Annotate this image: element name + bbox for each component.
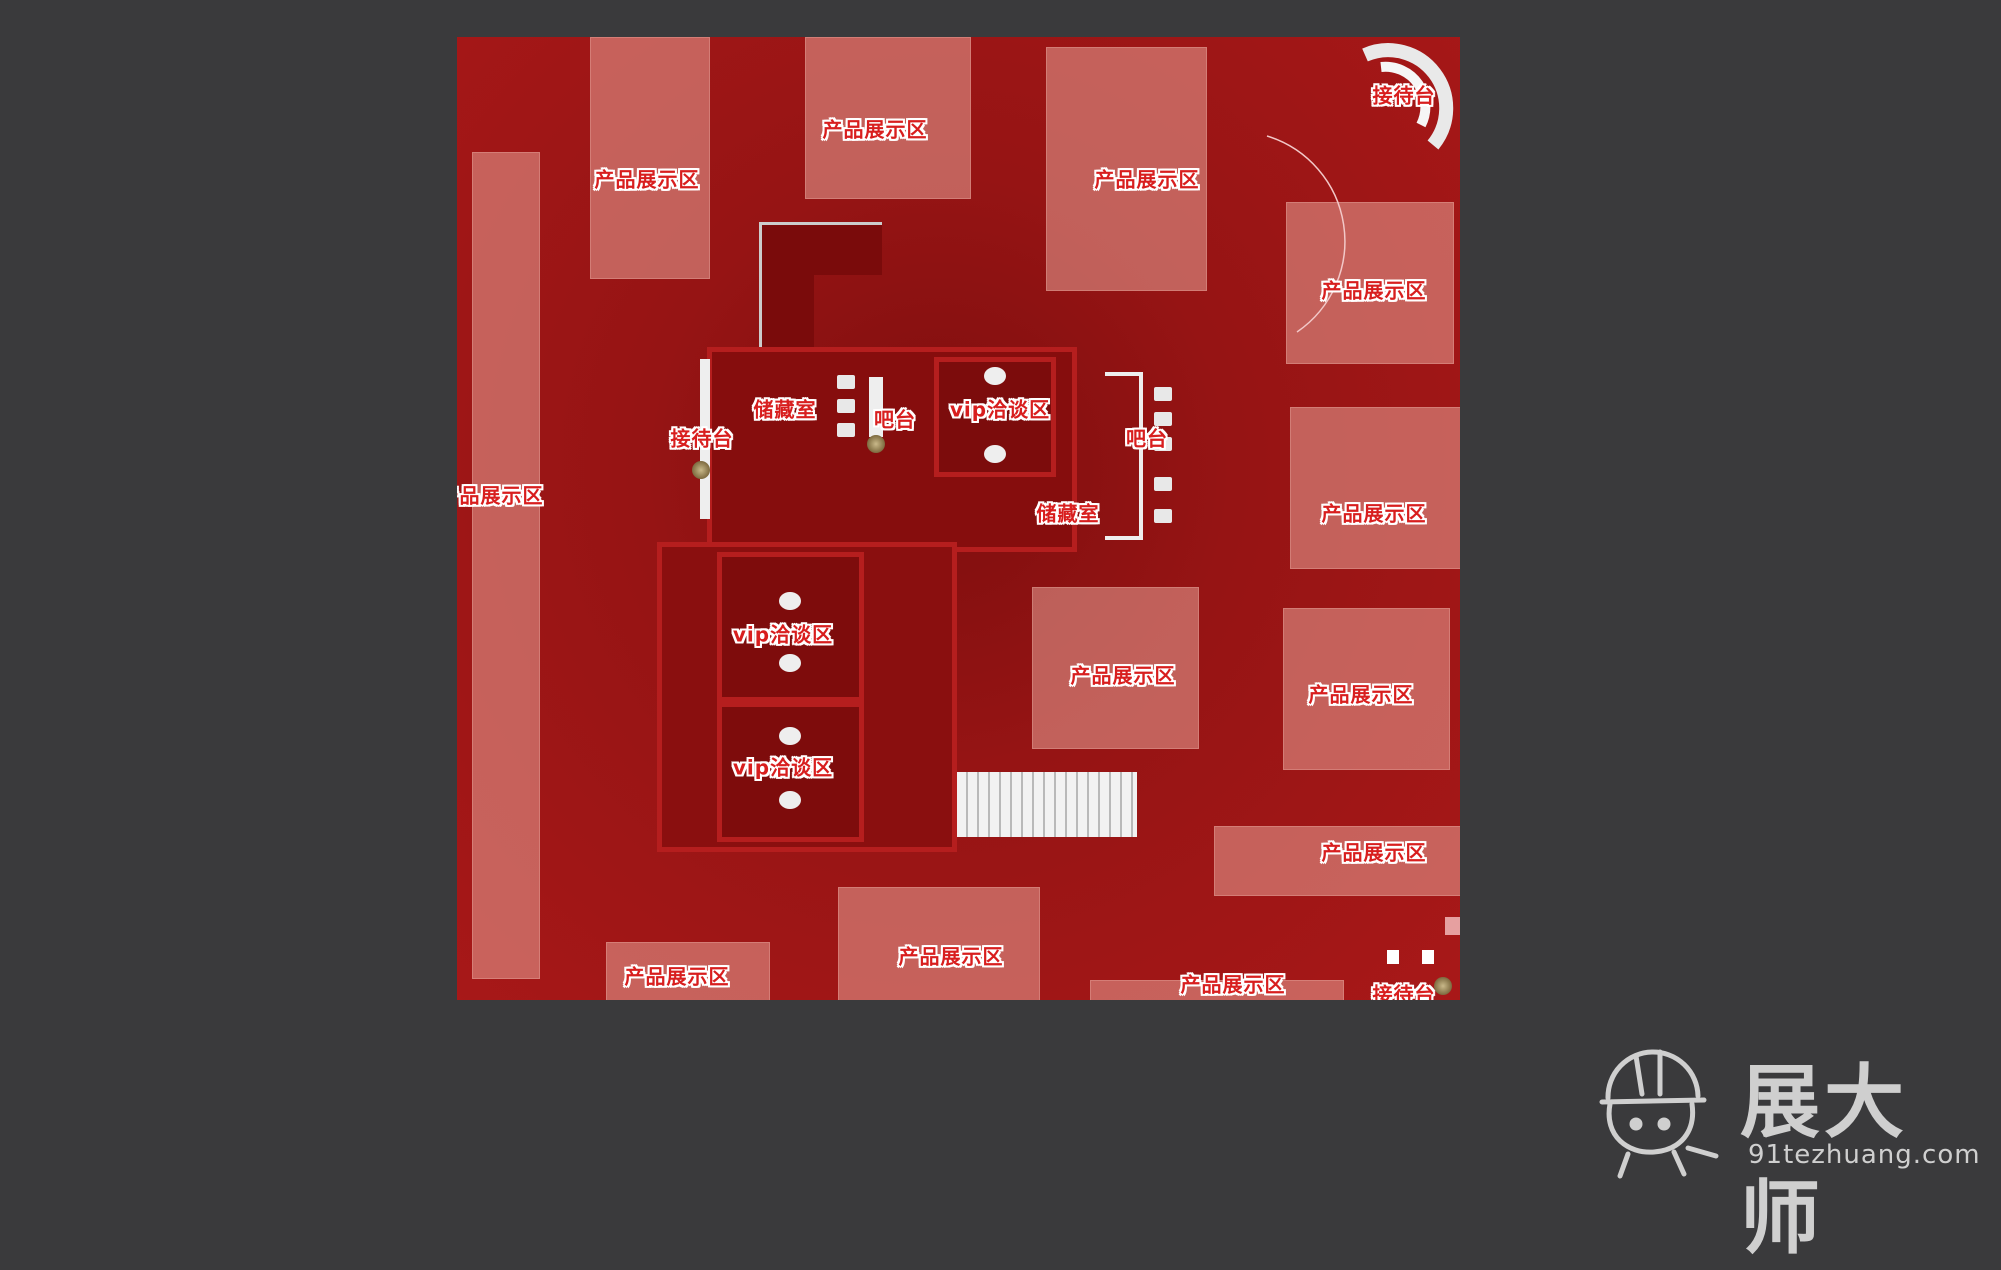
reception-desk-bottom-right: [1387, 950, 1399, 964]
vip-room-low: [717, 702, 864, 842]
floor-plan: 产品展示区 产品展示区 产品展示区 接待台 产品展示区 产品展示区 储藏室 吧台…: [457, 37, 1460, 1000]
reception-desk-corner: [1445, 917, 1460, 935]
display-zone-top-right: [1046, 47, 1207, 291]
brand-watermark: 展大师 91tezhuang.com: [1588, 1036, 1988, 1265]
display-zone-right-3: [1283, 608, 1450, 770]
label-vip-low: vip洽谈区: [732, 755, 834, 780]
label-vip-mid: vip洽谈区: [732, 622, 834, 647]
bar-stool: [1154, 509, 1172, 523]
bar-stool: [837, 423, 855, 437]
chair-icon: [984, 445, 1006, 463]
label-storage-right: 储藏室: [1036, 501, 1100, 526]
bar-stool: [1154, 387, 1172, 401]
bar-stool: [1154, 437, 1172, 451]
display-zone-top-middle: [805, 37, 971, 199]
display-zone-center-right: [1032, 587, 1199, 749]
vip-room-mid: [717, 552, 864, 702]
chair-icon: [779, 791, 801, 809]
bar-left-counter: [869, 377, 883, 437]
chair-icon: [779, 727, 801, 745]
label-reception-bottom-right: 接待台: [1372, 982, 1436, 1001]
reception-desk-bottom-right-2: [1422, 950, 1434, 964]
label-bar-right: 吧台: [1126, 426, 1168, 451]
bar-stool: [1154, 412, 1172, 426]
brand-url: 91tezhuang.com: [1748, 1140, 1981, 1170]
label-display-bottom-left: 产品展示区: [624, 964, 730, 989]
plant-icon: [1434, 977, 1452, 995]
label-display-bottom-center: 产品展示区: [898, 944, 1004, 969]
display-zone-top-left: [590, 37, 710, 279]
label-display-top-right: 产品展示区: [1094, 167, 1200, 192]
staircase-lower: [957, 772, 1137, 837]
mascot-icon: [1599, 1049, 1719, 1179]
label-reception-top-right: 接待台: [1372, 83, 1436, 108]
label-vip-top: vip洽谈区: [949, 397, 1051, 422]
bar-stool: [837, 399, 855, 413]
chair-icon: [779, 654, 801, 672]
label-storage-left: 储藏室: [753, 397, 817, 422]
label-display-right-3: 产品展示区: [1308, 682, 1414, 707]
label-display-top-middle: 产品展示区: [822, 117, 928, 142]
display-zone-right-2: [1290, 407, 1460, 569]
staircase-landing: [759, 222, 882, 275]
display-zone-bottom-right-strip: [1090, 980, 1344, 1000]
plant-icon: [867, 435, 885, 453]
label-display-right-2: 产品展示区: [1321, 501, 1427, 526]
bar-stool: [837, 375, 855, 389]
display-zone-right-bottom: [1214, 826, 1460, 896]
label-display-center-right: 产品展示区: [1070, 663, 1176, 688]
label-reception-left: 接待台: [670, 426, 734, 451]
reception-left-counter: [700, 359, 710, 519]
label-display-right-1: 产品展示区: [1321, 278, 1427, 303]
reception-desk-top-right: [1362, 43, 1454, 150]
label-display-bottom-right-strip: 产品展示区: [1180, 972, 1286, 997]
bar-stool: [1154, 477, 1172, 491]
door-arc: [1266, 135, 1346, 333]
display-zone-bottom-center: [838, 887, 1040, 1000]
chair-icon: [779, 592, 801, 610]
label-display-left-strip: 产品展示区: [457, 483, 544, 508]
label-display-top-left: 产品展示区: [594, 167, 700, 192]
chair-icon: [984, 367, 1006, 385]
label-display-right-bottom: 产品展示区: [1321, 840, 1427, 865]
bar-right-counter: [1105, 372, 1143, 540]
display-zone-bottom-left: [606, 942, 770, 1000]
plant-icon: [692, 461, 710, 479]
display-zone-left-strip: [472, 152, 540, 979]
label-bar-left: 吧台: [874, 407, 916, 432]
display-zone-right-1: [1286, 202, 1454, 364]
